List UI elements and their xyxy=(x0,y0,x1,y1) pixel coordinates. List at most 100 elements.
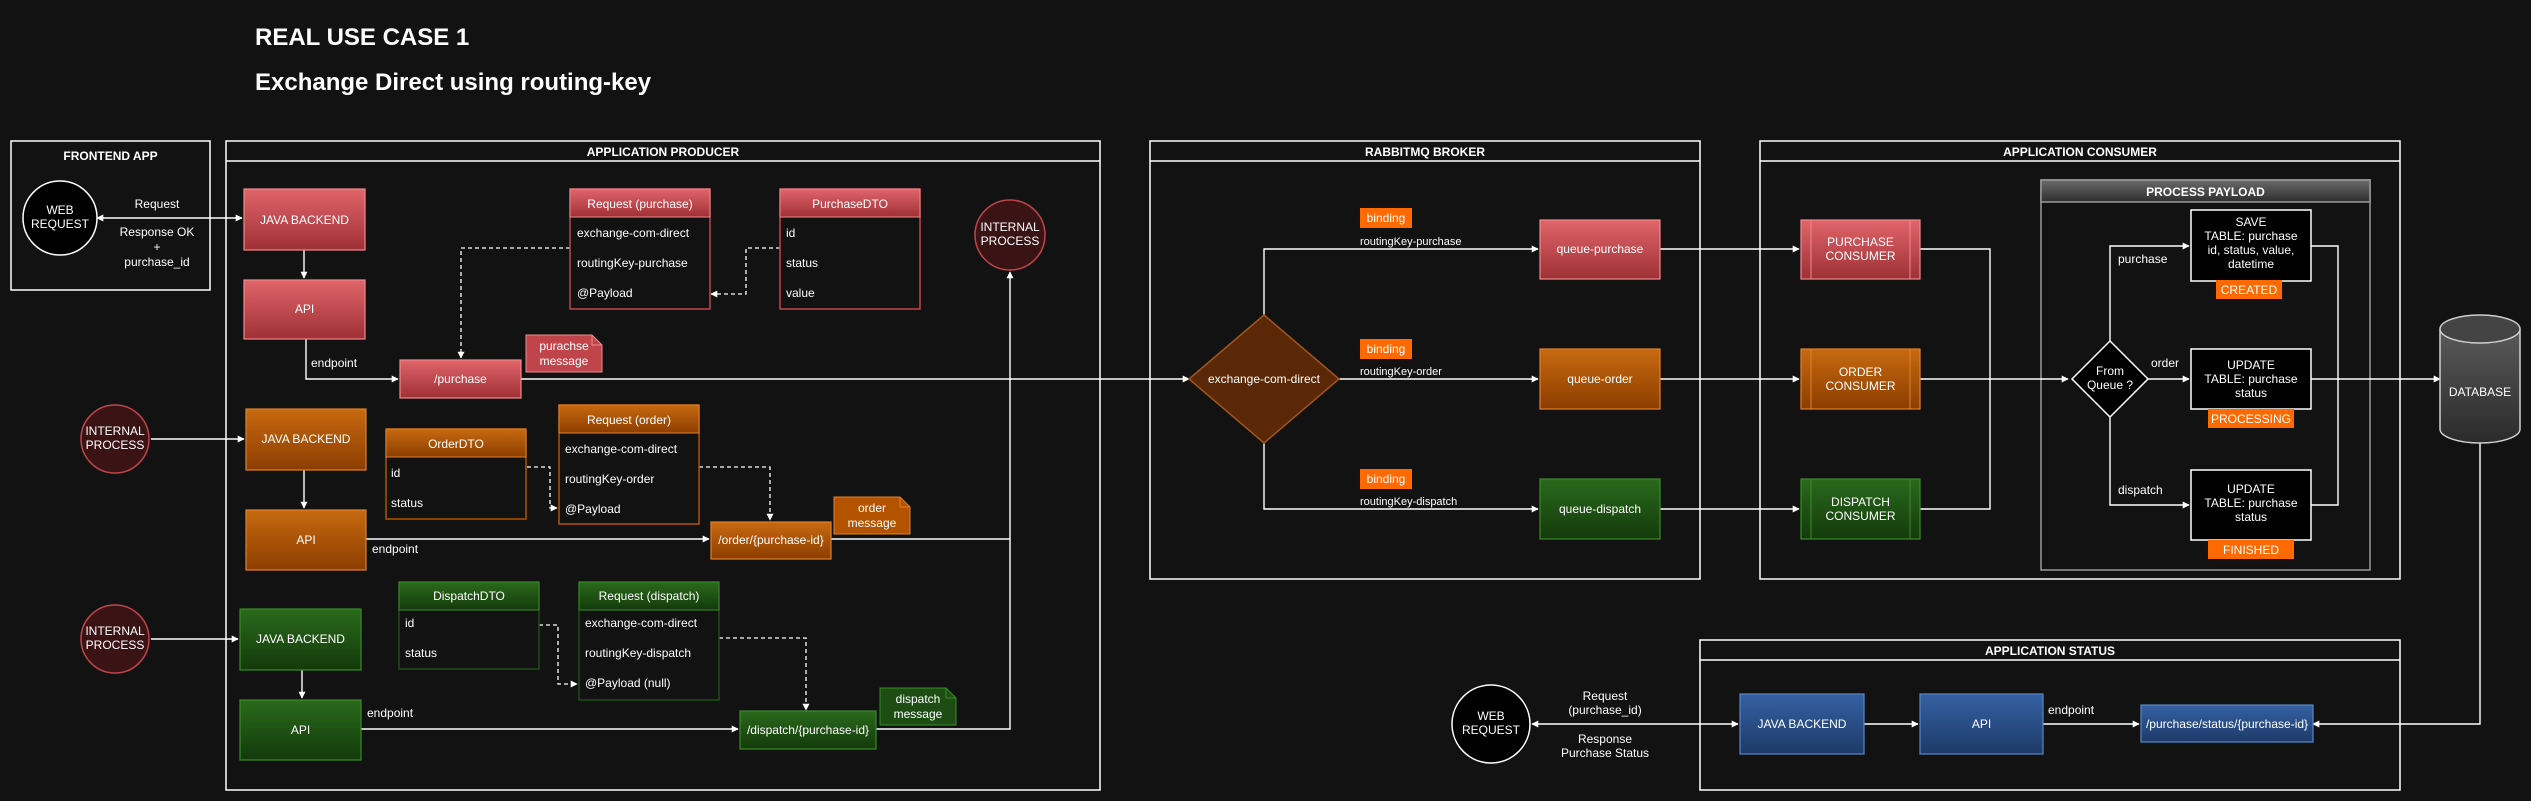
svg-text:API: API xyxy=(296,533,315,547)
svg-text:@Payload: @Payload xyxy=(577,286,633,300)
queue-dispatch[interactable]: queue-dispatch xyxy=(1539,478,1661,540)
svg-text:PROCESS: PROCESS xyxy=(86,638,145,652)
svg-text:/purchase: /purchase xyxy=(434,372,487,386)
dispatch-endpoint[interactable]: /dispatch/{purchase-id} xyxy=(739,710,877,750)
queue-order[interactable]: queue-order xyxy=(1539,348,1661,410)
status-endpoint-label: endpoint xyxy=(2048,703,2095,717)
svg-text:Queue ?: Queue ? xyxy=(2087,378,2133,392)
status-badge-processing: PROCESSING xyxy=(2208,409,2294,428)
internal-process-top[interactable]: INTERNAL PROCESS xyxy=(974,199,1046,271)
svg-text:message: message xyxy=(540,354,589,368)
svg-text:INTERNAL: INTERNAL xyxy=(980,220,1040,234)
application-producer-group: APPLICATION PRODUCER xyxy=(225,140,1101,791)
svg-text:@Payload: @Payload xyxy=(565,502,621,516)
purchase-api[interactable]: API xyxy=(243,279,366,340)
purchase-endpoint[interactable]: /purchase xyxy=(399,359,522,399)
svg-text:routingKey-order: routingKey-order xyxy=(565,472,654,486)
svg-text:CONSUMER: CONSUMER xyxy=(1825,379,1895,393)
routing-key-purchase: routingKey-purchase xyxy=(1360,236,1462,248)
status-endpoint[interactable]: /purchase/status/{purchase-id} xyxy=(2140,704,2314,743)
order-java-backend[interactable]: JAVA BACKEND xyxy=(245,408,367,471)
dispatch-api[interactable]: API xyxy=(239,699,362,761)
action-update-order[interactable]: UPDATE TABLE: purchase status xyxy=(2190,348,2312,410)
purchase-java-backend[interactable]: JAVA BACKEND xyxy=(243,188,366,251)
binding-purchase: binding routingKey-purchase xyxy=(1360,208,1462,248)
svg-text:FINISHED: FINISHED xyxy=(2223,543,2279,557)
svg-text:PurchaseDTO: PurchaseDTO xyxy=(812,197,888,211)
purchase-consumer[interactable]: PURCHASE CONSUMER xyxy=(1800,219,1921,280)
status-badge-finished: FINISHED xyxy=(2208,540,2294,559)
status-java-backend[interactable]: JAVA BACKEND xyxy=(1739,693,1865,755)
dispatch-java-backend[interactable]: JAVA BACKEND xyxy=(239,608,362,671)
process-payload-title: PROCESS PAYLOAD xyxy=(2146,185,2265,199)
svg-text:purchase_id: purchase_id xyxy=(124,255,189,269)
dispatch-request-box: Request (dispatch) exchange-com-direct r… xyxy=(578,581,720,701)
svg-text:id, status, value,: id, status, value, xyxy=(2208,243,2295,257)
svg-text:binding: binding xyxy=(1367,472,1406,486)
svg-text:status: status xyxy=(786,256,818,270)
svg-text:/dispatch/{purchase-id}: /dispatch/{purchase-id} xyxy=(747,723,869,737)
svg-text:CONSUMER: CONSUMER xyxy=(1825,249,1895,263)
queue-purchase[interactable]: queue-purchase xyxy=(1539,219,1661,280)
dispatch-dto-box: DispatchDTO id status xyxy=(398,581,540,670)
status-web-request[interactable]: WEB REQUEST xyxy=(1451,684,1531,764)
svg-text:PROCESS: PROCESS xyxy=(86,438,145,452)
order-request-box: Request (order) exchange-com-direct rout… xyxy=(558,404,700,525)
svg-text:WEB: WEB xyxy=(1477,709,1504,723)
svg-text:order: order xyxy=(858,501,886,515)
svg-text:Request (order): Request (order) xyxy=(587,413,671,427)
svg-text:message: message xyxy=(848,516,897,530)
database-cylinder[interactable]: DATABASE xyxy=(2439,314,2521,444)
connectors xyxy=(96,214,2481,733)
order-internal-process[interactable]: INTERNAL PROCESS xyxy=(80,404,150,474)
svg-text:PROCESSING: PROCESSING xyxy=(2211,412,2291,426)
order-dto-box: OrderDTO id status xyxy=(385,428,527,520)
order-endpoint[interactable]: /order/{purchase-id} xyxy=(710,521,832,560)
order-message-note: order message xyxy=(833,496,911,535)
svg-text:dispatch: dispatch xyxy=(896,692,941,706)
order-api[interactable]: API xyxy=(245,509,367,571)
routing-key-dispatch: routingKey-dispatch xyxy=(1360,496,1457,508)
dashed-connectors xyxy=(457,247,810,711)
svg-text:(purchase_id): (purchase_id) xyxy=(1568,703,1641,717)
svg-text:exchange-com-direct: exchange-com-direct xyxy=(577,226,690,240)
svg-text:CONSUMER: CONSUMER xyxy=(1825,509,1895,523)
application-status-group: APPLICATION STATUS xyxy=(1699,639,2401,791)
svg-text:queue-dispatch: queue-dispatch xyxy=(1559,502,1641,516)
svg-text:PURCHASE: PURCHASE xyxy=(1827,235,1894,249)
purchase-dto-box: PurchaseDTO id status value xyxy=(779,188,921,310)
from-queue-decision[interactable]: From Queue ? xyxy=(2070,339,2150,419)
frontend-app-title: FRONTEND APP xyxy=(63,149,157,163)
dispatch-internal-process[interactable]: INTERNAL PROCESS xyxy=(80,604,150,674)
svg-text:Purchase Status: Purchase Status xyxy=(1561,746,1649,760)
frontend-web-request[interactable]: WEB REQUEST xyxy=(22,180,98,256)
binding-order: binding routingKey-order xyxy=(1360,339,1442,378)
broker-title: RABBITMQ BROKER xyxy=(1365,145,1485,159)
purchase-message-note: purachse message xyxy=(525,334,603,373)
branch-label-purchase: purchase xyxy=(2118,252,2168,266)
svg-text:id: id xyxy=(786,226,795,240)
svg-text:JAVA BACKEND: JAVA BACKEND xyxy=(262,432,351,446)
exchange-diamond[interactable]: exchange-com-direct xyxy=(1187,314,1341,444)
action-save-purchase[interactable]: SAVE TABLE: purchase id, status, value, … xyxy=(2190,209,2312,282)
action-update-dispatch[interactable]: UPDATE TABLE: purchase status xyxy=(2190,469,2312,541)
dispatch-consumer[interactable]: DISPATCH CONSUMER xyxy=(1800,478,1921,540)
svg-text:JAVA BACKEND: JAVA BACKEND xyxy=(256,632,345,646)
svg-text:From: From xyxy=(2096,364,2124,378)
routing-key-order: routingKey-order xyxy=(1360,366,1442,378)
svg-text:@Payload (null): @Payload (null) xyxy=(585,676,671,690)
status-app-title: APPLICATION STATUS xyxy=(1985,644,2115,658)
svg-text:exchange-com-direct: exchange-com-direct xyxy=(585,616,698,630)
branch-label-dispatch: dispatch xyxy=(2118,483,2163,497)
svg-text:PROCESS: PROCESS xyxy=(981,234,1040,248)
purchase-endpoint-label: endpoint xyxy=(311,356,358,370)
svg-text:purachse: purachse xyxy=(539,339,589,353)
order-consumer[interactable]: ORDER CONSUMER xyxy=(1800,348,1921,410)
svg-text:binding: binding xyxy=(1367,342,1406,356)
svg-text:SAVE: SAVE xyxy=(2235,215,2266,229)
svg-text:message: message xyxy=(894,707,943,721)
svg-text:status: status xyxy=(2235,510,2267,524)
status-api[interactable]: API xyxy=(1919,693,2044,755)
svg-text:UPDATE: UPDATE xyxy=(2227,482,2275,496)
